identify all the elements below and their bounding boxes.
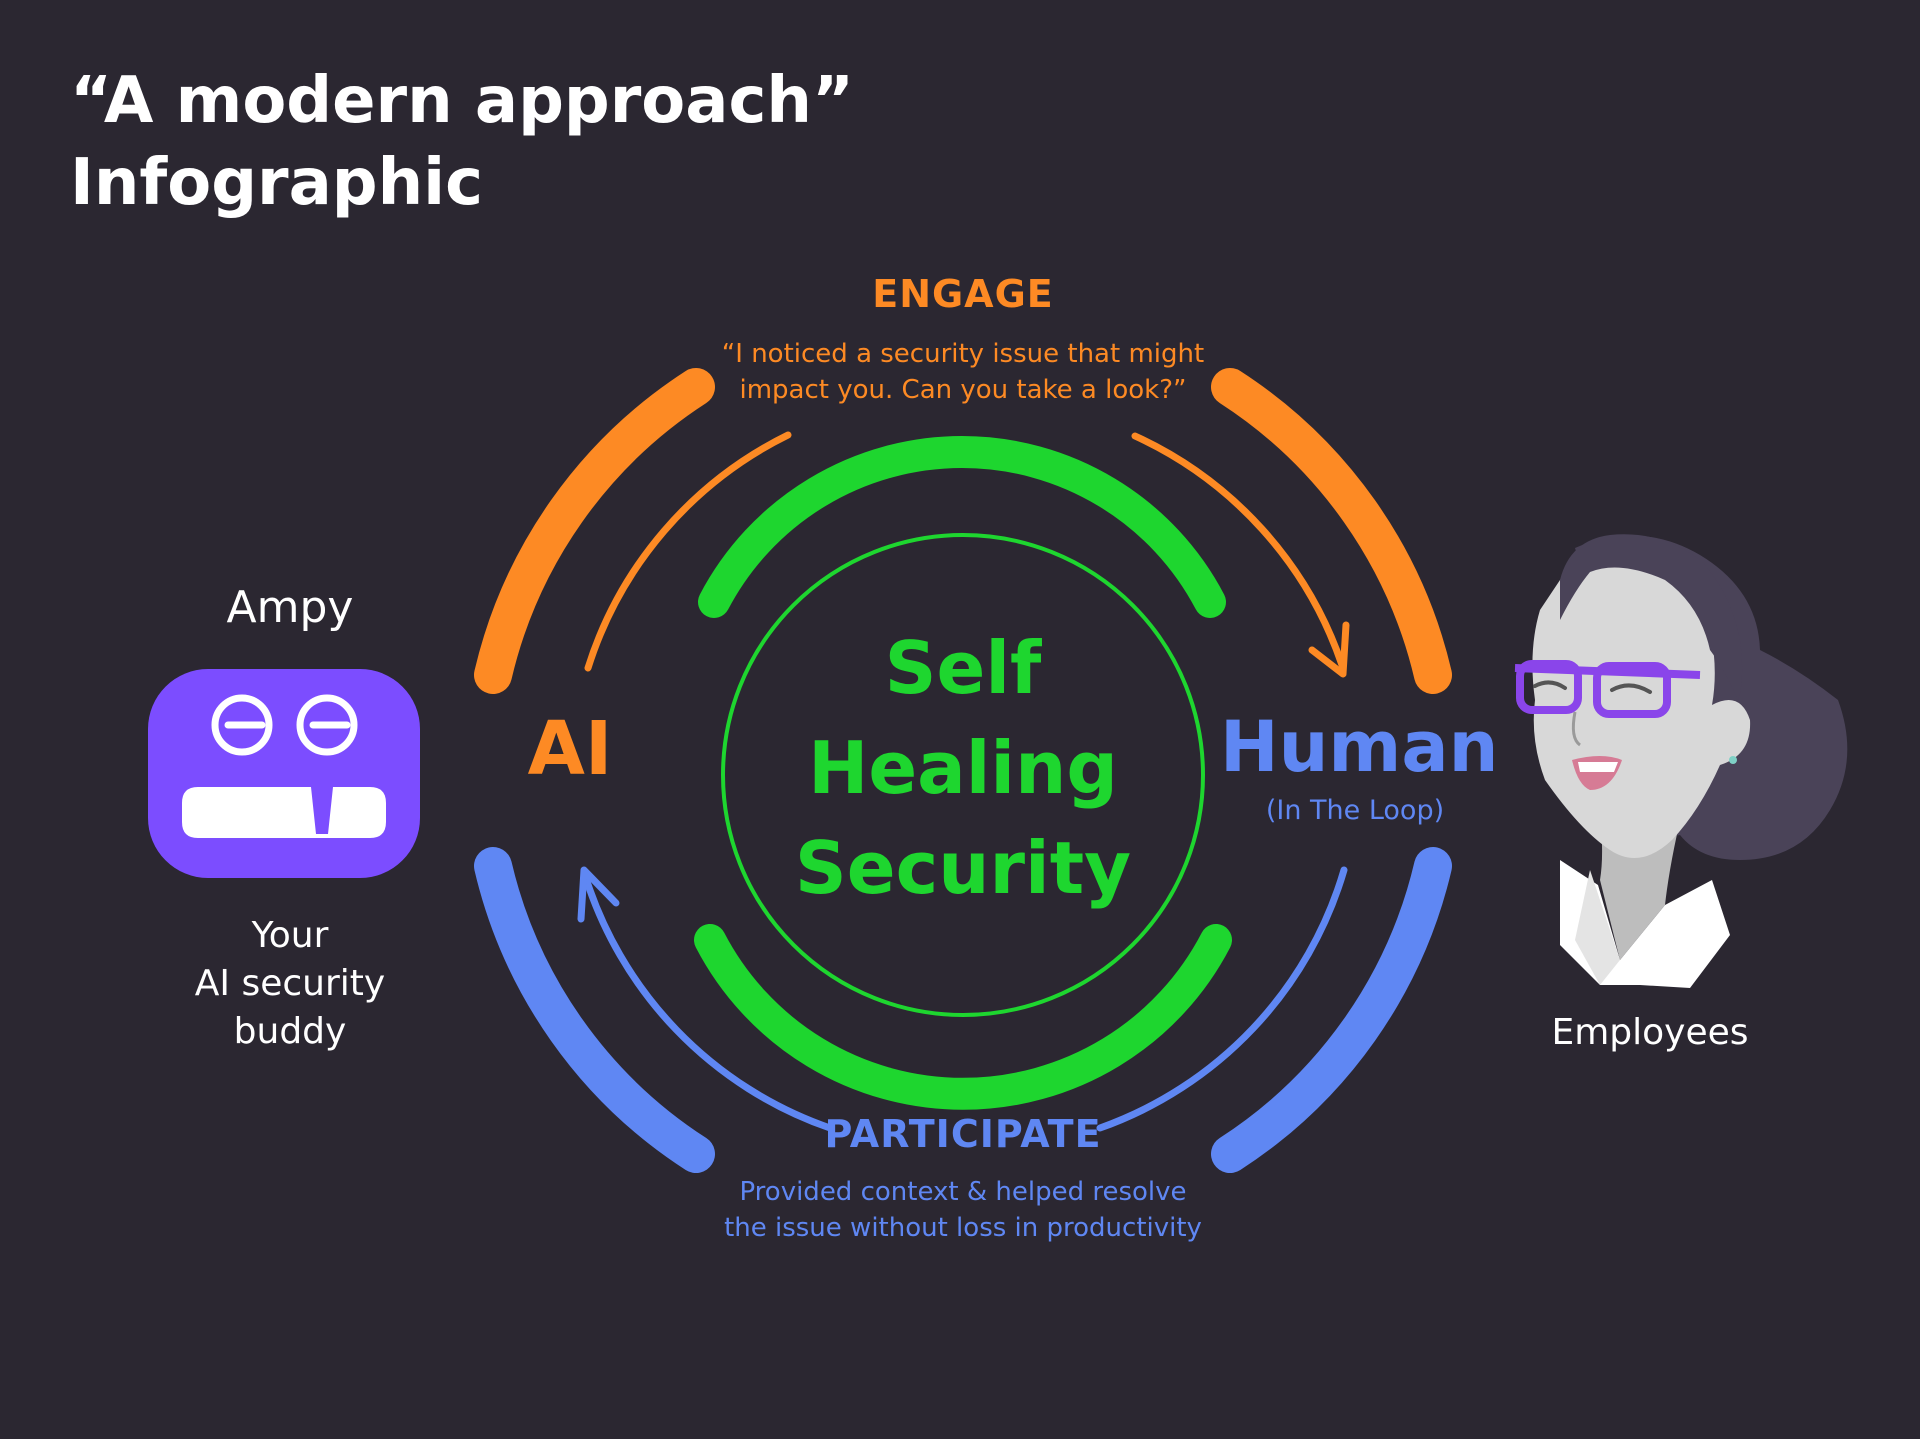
title-line-1: “A modern approach” bbox=[70, 64, 854, 138]
participate-text: Provided context & helped resolve the is… bbox=[663, 1174, 1263, 1246]
engage-quote: “I noticed a security issue that might i… bbox=[663, 336, 1263, 408]
participate-title: PARTICIPATE bbox=[824, 1112, 1102, 1156]
outer-arc-top-right bbox=[1211, 368, 1452, 694]
participate-arrow-left bbox=[580, 868, 834, 1132]
self-healing-security-label: Self Healing Security bbox=[763, 618, 1163, 918]
center-line-1: Self bbox=[884, 626, 1042, 710]
participate-arrowhead bbox=[577, 866, 620, 923]
woman-portrait-icon bbox=[1514, 534, 1848, 988]
engage-title: ENGAGE bbox=[872, 272, 1054, 316]
ampy-description: Your AI security buddy bbox=[140, 912, 440, 1056]
outer-arc-bottom-left bbox=[474, 847, 715, 1173]
center-line-2: Healing bbox=[808, 726, 1118, 810]
engage-quote-line-2: impact you. Can you take a look?” bbox=[739, 375, 1187, 405]
engage-quote-line-1: “I noticed a security issue that might bbox=[721, 339, 1205, 369]
ampy-desc-line-1: Your bbox=[251, 915, 329, 956]
robot-face-icon bbox=[148, 669, 420, 878]
human-sublabel: (In The Loop) bbox=[1265, 795, 1445, 826]
title-line-2: Infographic bbox=[70, 146, 483, 220]
ampy-name: Ampy bbox=[226, 582, 354, 633]
healing-inner-circle bbox=[721, 533, 1205, 1017]
human-label: Human bbox=[1220, 706, 1499, 788]
outer-arc-top-left bbox=[474, 368, 715, 694]
ampy-desc-line-3: buddy bbox=[233, 1011, 347, 1052]
page-title: “A modern approach” Infographic bbox=[70, 60, 854, 224]
ai-label: AI bbox=[527, 706, 613, 792]
participate-text-line-1: Provided context & helped resolve bbox=[739, 1177, 1187, 1207]
ampy-desc-line-2: AI security bbox=[194, 963, 386, 1004]
participate-arrow-right bbox=[1096, 866, 1348, 1132]
outer-arc-bottom-right bbox=[1211, 847, 1452, 1173]
healing-arc-bottom bbox=[694, 924, 1232, 1110]
center-line-3: Security bbox=[794, 826, 1132, 910]
healing-arc-top bbox=[698, 435, 1226, 618]
engage-arrowhead bbox=[1308, 621, 1350, 678]
engage-arrow-right bbox=[1131, 432, 1346, 669]
participate-text-line-2: the issue without loss in productivity bbox=[724, 1213, 1202, 1243]
employees-label: Employees bbox=[1551, 1012, 1749, 1053]
engage-arrow-left bbox=[584, 431, 792, 672]
